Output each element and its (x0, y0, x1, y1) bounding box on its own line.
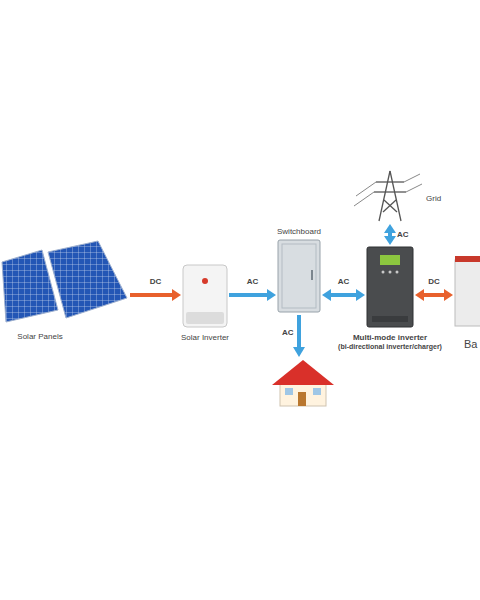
switchboard-icon (278, 240, 320, 312)
arrow-head (267, 289, 276, 301)
switchboard-node: Switchboard (278, 240, 320, 312)
arrow-head (322, 289, 331, 301)
connector (229, 289, 276, 301)
connector (130, 289, 181, 301)
connector (322, 289, 365, 301)
edge-label: DC (428, 277, 440, 287)
inverter-icon (183, 265, 227, 327)
connector-line (229, 293, 268, 297)
solar-panels-node: Solar Panels (2, 242, 128, 322)
node-label: (bi-directional inverter/charger) (338, 343, 442, 351)
connector-line (330, 293, 357, 297)
battery-node: Ba (455, 256, 480, 326)
node-label: Multi-mode inverter (353, 333, 427, 343)
connector-line (130, 293, 173, 297)
arrow-head (356, 289, 365, 301)
node-label: Switchboard (277, 227, 321, 237)
house-icon (272, 360, 334, 406)
solar-panels (2, 241, 127, 322)
node-label: Solar Panels (17, 332, 62, 342)
node-label: Solar Inverter (181, 333, 229, 343)
connector (384, 224, 396, 245)
multimode-inverter-icon (367, 247, 413, 327)
connector-line (423, 293, 445, 297)
multimode-inverter-node: Multi-mode inverter(bi-directional inver… (367, 247, 413, 327)
arrow-head (384, 224, 396, 233)
house-arrow (293, 315, 305, 357)
solar-inverter-node: Solar Inverter (183, 265, 227, 327)
edge-label: AC (338, 277, 350, 287)
battery-icon (455, 256, 480, 326)
node-label: Ba (464, 338, 477, 351)
connector (415, 289, 453, 301)
edge-label: AC (247, 277, 259, 287)
wire-label: AC (282, 328, 294, 338)
edge-label: DC (150, 277, 162, 287)
arrow-head (415, 289, 424, 301)
grid-tower (354, 171, 422, 221)
edge-label: AC (397, 230, 409, 240)
arrow-head (444, 289, 453, 301)
grid-node: Grid (372, 170, 408, 222)
arrow-head (384, 236, 396, 245)
node-label: Grid (426, 194, 441, 204)
arrow-head (172, 289, 181, 301)
